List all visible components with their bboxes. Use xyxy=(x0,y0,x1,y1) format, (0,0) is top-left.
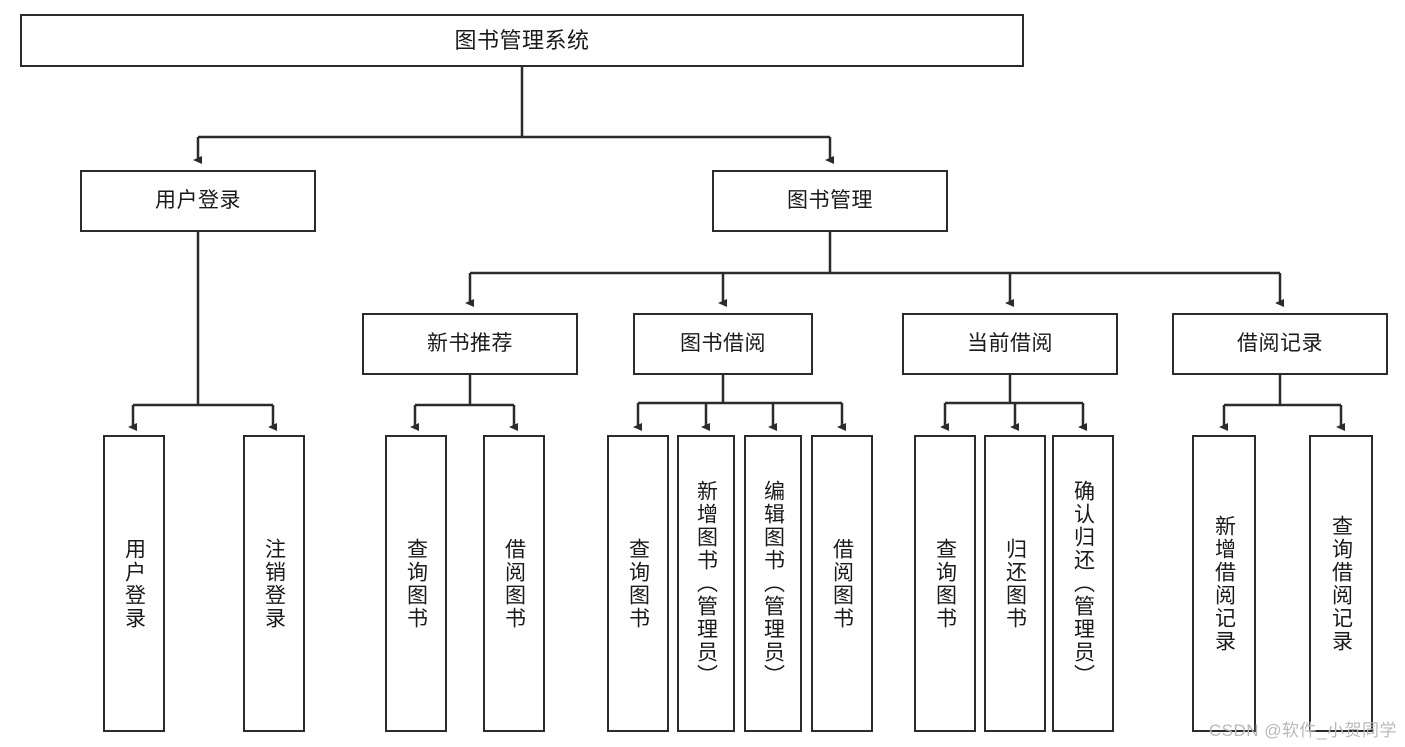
node-current-borrow[interactable]: 当前借阅 xyxy=(902,313,1118,375)
node-leaf-query-book-borrow[interactable]: 查询图书 xyxy=(607,435,669,732)
node-leaf-query-borrow-record[interactable]: 查询借阅记录 xyxy=(1309,435,1373,732)
node-label: 归还图书 xyxy=(1003,537,1027,630)
node-label: 用户登录 xyxy=(155,188,241,212)
node-label: 借阅记录 xyxy=(1237,331,1323,355)
node-leaf-user-login[interactable]: 用户登录 xyxy=(103,435,165,732)
node-label: 当前借阅 xyxy=(967,331,1053,355)
node-label: 查询图书 xyxy=(404,537,428,630)
node-label: 用户登录 xyxy=(122,537,146,630)
node-leaf-borrow-book-recommend[interactable]: 借阅图书 xyxy=(483,435,545,732)
node-label: 图书管理 xyxy=(787,188,873,212)
node-leaf-borrow-book[interactable]: 借阅图书 xyxy=(811,435,873,732)
node-leaf-query-book-current[interactable]: 查询图书 xyxy=(914,435,976,732)
node-leaf-return-book[interactable]: 归还图书 xyxy=(984,435,1046,732)
node-leaf-query-book-recommend[interactable]: 查询图书 xyxy=(385,435,447,732)
node-root-system[interactable]: 图书管理系统 xyxy=(20,14,1024,67)
node-borrow-record[interactable]: 借阅记录 xyxy=(1172,313,1388,375)
node-label: 查询图书 xyxy=(933,537,957,630)
node-new-book-recommend[interactable]: 新书推荐 xyxy=(362,313,578,375)
node-label: 借阅图书 xyxy=(502,537,526,630)
node-book-borrow[interactable]: 图书借阅 xyxy=(633,313,813,375)
node-leaf-confirm-return-admin[interactable]: 确认归还（管理员） xyxy=(1052,435,1114,732)
node-book-management[interactable]: 图书管理 xyxy=(712,170,948,232)
node-label: 新增图书（管理员） xyxy=(694,480,718,687)
node-label: 新书推荐 xyxy=(427,331,513,355)
node-label: 确认归还（管理员） xyxy=(1071,480,1095,687)
node-leaf-add-borrow-record[interactable]: 新增借阅记录 xyxy=(1192,435,1256,732)
node-label: 查询图书 xyxy=(626,537,650,630)
node-user-login[interactable]: 用户登录 xyxy=(80,170,316,232)
node-label: 编辑图书（管理员） xyxy=(761,480,785,687)
node-label: 图书借阅 xyxy=(680,331,766,355)
node-leaf-logout[interactable]: 注销登录 xyxy=(243,435,305,732)
node-label: 注销登录 xyxy=(262,537,286,630)
node-label: 图书管理系统 xyxy=(454,27,590,53)
node-label: 新增借阅记录 xyxy=(1212,514,1236,653)
node-leaf-add-book-admin[interactable]: 新增图书（管理员） xyxy=(677,435,735,732)
node-leaf-edit-book-admin[interactable]: 编辑图书（管理员） xyxy=(744,435,802,732)
watermark-text: CSDN @软件_小贺同学 xyxy=(1208,721,1397,740)
node-label: 借阅图书 xyxy=(830,537,854,630)
node-label: 查询借阅记录 xyxy=(1329,514,1353,653)
